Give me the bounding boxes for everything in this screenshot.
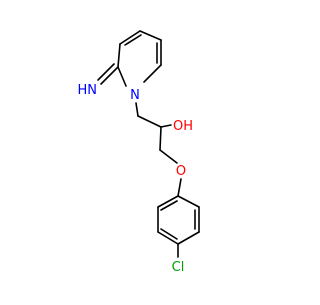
ring-bond-c3-c4 [119, 30, 141, 45]
imine-bond-a [100, 66, 119, 85]
bonds [97, 30, 200, 258]
aryl-bond-6 [177, 195, 200, 208]
ring-bond-c2-c3 [117, 43, 121, 68]
aryl-bond-1-inner [160, 200, 178, 211]
imine-bond-b [97, 63, 115, 81]
imine-label: HN [78, 83, 98, 98]
aryl-bond-3-inner [160, 228, 178, 240]
bond-choh-oh [160, 124, 172, 128]
bond-n1-ch2 [135, 102, 139, 117]
bond-choh-ch2 [159, 126, 162, 151]
bond-ch2-choh [137, 115, 162, 128]
ether-oxygen-label: O [176, 164, 186, 179]
aryl-bond-4 [177, 231, 200, 245]
molecule-drawing: HN N OH O Cl [78, 30, 200, 275]
bond-ch2-o [159, 149, 178, 164]
aryl-bond-3 [157, 231, 179, 245]
hydroxyl-label: OH [173, 119, 193, 134]
atom-labels: HN N OH O Cl [78, 83, 194, 275]
bond-o-aryl [177, 178, 182, 197]
ring-nitrogen-label: N [130, 88, 140, 103]
ring-bond-c4-c5 [139, 30, 162, 41]
ring-bond-n1-c2 [117, 66, 127, 87]
ring-bond-c3-c4-inner [124, 34, 142, 46]
chlorine-label: Cl [172, 260, 185, 275]
aryl-bond-1 [157, 195, 179, 208]
structure-canvas: HN N OH O Cl [78, 30, 200, 275]
ring-bond-c6-n1 [143, 64, 162, 83]
